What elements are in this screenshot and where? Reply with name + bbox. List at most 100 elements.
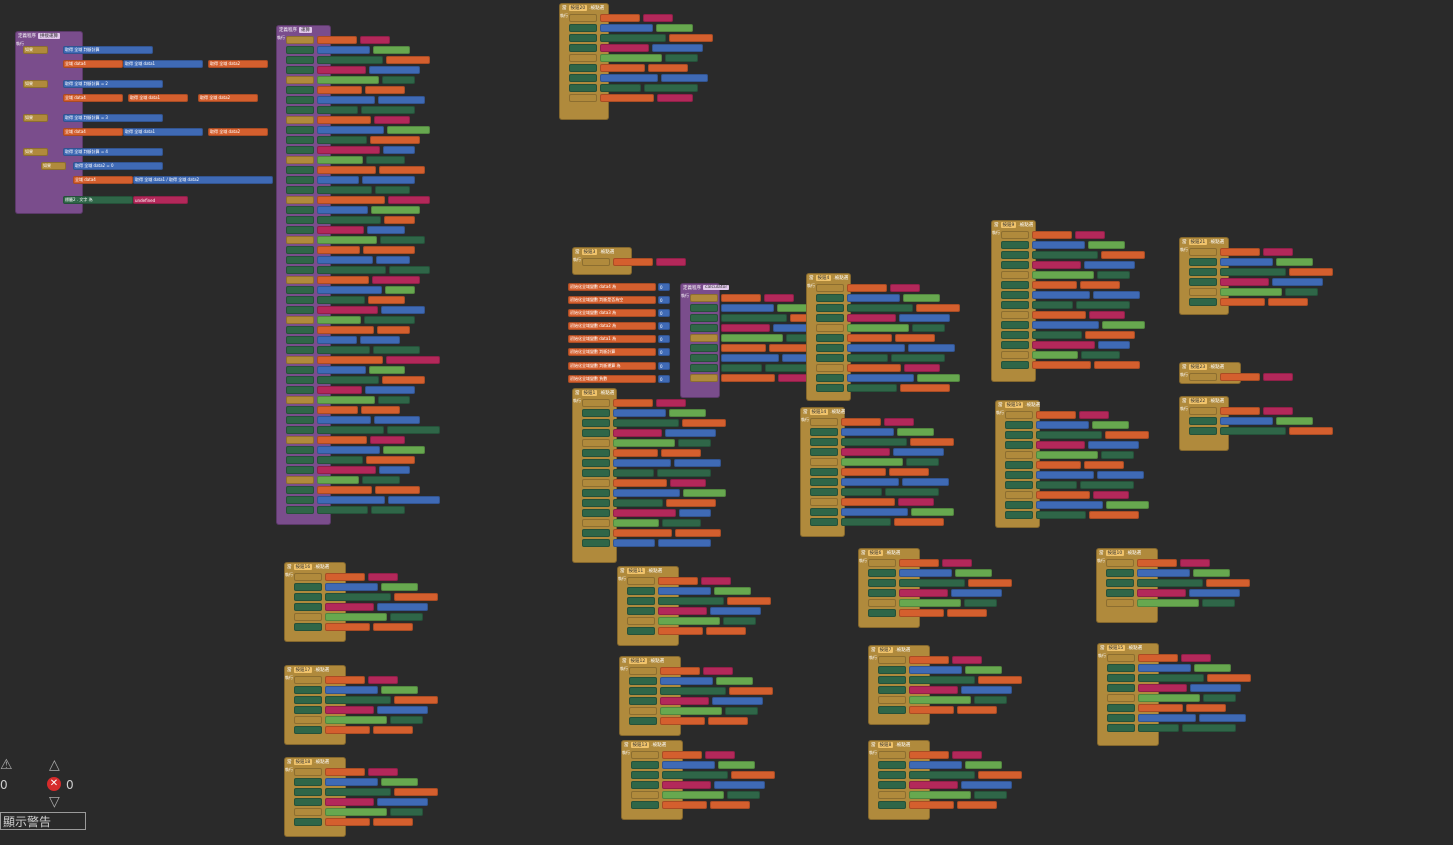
code-block[interactable]	[627, 577, 655, 585]
code-block[interactable]	[727, 791, 760, 799]
global-variable-block[interactable]: 初始化全域變數 data4 為	[568, 283, 656, 291]
code-block[interactable]	[317, 376, 379, 384]
code-block[interactable]	[325, 706, 374, 714]
code-block[interactable]	[1263, 248, 1293, 256]
code-block[interactable]	[286, 356, 314, 364]
code-block[interactable]	[629, 677, 657, 685]
code-block[interactable]: 如果	[23, 114, 48, 122]
code-block[interactable]	[1032, 341, 1095, 349]
code-block[interactable]	[377, 603, 428, 611]
code-block[interactable]	[629, 687, 657, 695]
global-variable-block[interactable]: 初始化全域變數 負數	[568, 375, 656, 383]
code-block[interactable]	[381, 686, 418, 694]
code-block[interactable]	[657, 469, 711, 477]
code-block[interactable]	[909, 751, 949, 759]
code-block[interactable]	[394, 593, 438, 601]
code-block[interactable]	[294, 768, 322, 776]
code-block[interactable]	[368, 296, 405, 304]
code-block[interactable]	[377, 798, 428, 806]
code-block[interactable]	[909, 791, 971, 799]
code-block[interactable]	[286, 286, 314, 294]
code-block[interactable]	[325, 778, 378, 786]
code-block[interactable]	[899, 579, 965, 587]
code-block[interactable]	[1076, 301, 1130, 309]
code-block[interactable]	[286, 76, 314, 84]
code-block[interactable]	[909, 781, 958, 789]
code-block[interactable]	[868, 579, 896, 587]
number-block[interactable]: 0	[658, 348, 670, 356]
code-block[interactable]	[613, 429, 662, 437]
code-block[interactable]	[878, 676, 906, 684]
code-block[interactable]	[878, 686, 906, 694]
code-block[interactable]	[656, 399, 686, 407]
code-block[interactable]	[627, 607, 655, 615]
code-block[interactable]	[582, 399, 610, 407]
code-block[interactable]	[360, 336, 400, 344]
code-block[interactable]	[658, 597, 724, 605]
code-block[interactable]	[884, 418, 914, 426]
code-block[interactable]	[286, 226, 314, 234]
code-block[interactable]	[1107, 684, 1135, 692]
code-block[interactable]	[631, 751, 659, 759]
code-block[interactable]	[1001, 351, 1029, 359]
code-block[interactable]	[662, 519, 701, 527]
code-block[interactable]	[375, 186, 410, 194]
code-block[interactable]	[582, 489, 610, 497]
code-block[interactable]	[1186, 704, 1226, 712]
code-block[interactable]	[909, 801, 954, 809]
code-block[interactable]	[777, 304, 814, 312]
code-block[interactable]	[974, 696, 1007, 704]
code-block[interactable]	[952, 656, 982, 664]
code-block[interactable]	[1093, 491, 1129, 499]
code-block[interactable]	[660, 667, 700, 675]
code-block[interactable]	[317, 136, 367, 144]
code-block[interactable]	[909, 771, 975, 779]
code-block[interactable]	[909, 676, 975, 684]
code-block[interactable]	[841, 448, 890, 456]
code-block[interactable]	[286, 186, 314, 194]
code-block[interactable]	[1202, 599, 1235, 607]
code-block[interactable]	[317, 216, 381, 224]
code-block[interactable]	[582, 449, 610, 457]
code-block[interactable]	[841, 428, 894, 436]
number-block[interactable]: 0	[658, 335, 670, 343]
code-block[interactable]	[582, 258, 610, 266]
code-block[interactable]	[1001, 311, 1029, 319]
show-warnings-button[interactable]: 顯示警告	[0, 812, 86, 830]
code-block[interactable]	[957, 801, 997, 809]
code-block[interactable]	[1220, 373, 1260, 381]
code-block[interactable]	[582, 459, 610, 467]
code-block[interactable]	[868, 559, 896, 567]
code-block[interactable]	[325, 676, 365, 684]
code-block[interactable]	[816, 314, 844, 322]
code-block[interactable]	[721, 324, 770, 332]
code-block[interactable]	[1193, 569, 1230, 577]
code-block[interactable]	[368, 573, 398, 581]
code-block[interactable]	[600, 14, 640, 22]
code-block[interactable]	[389, 266, 430, 274]
code-block[interactable]	[1107, 724, 1135, 732]
code-block[interactable]	[816, 284, 844, 292]
code-block[interactable]	[1088, 241, 1125, 249]
code-block[interactable]	[952, 751, 982, 759]
code-block[interactable]: 取得 全域 判斷計算 = 2	[63, 80, 163, 88]
code-block[interactable]	[1032, 321, 1099, 329]
code-block[interactable]	[1101, 451, 1134, 459]
code-block[interactable]	[652, 44, 703, 52]
next-error-arrow-icon[interactable]: ▽	[49, 794, 60, 810]
code-block[interactable]	[286, 346, 314, 354]
code-block[interactable]	[368, 768, 398, 776]
code-block[interactable]	[658, 577, 698, 585]
code-block[interactable]	[325, 818, 370, 826]
number-block[interactable]: 0	[658, 309, 670, 317]
code-block[interactable]	[1093, 291, 1140, 299]
code-block[interactable]	[895, 334, 935, 342]
code-block[interactable]	[317, 326, 374, 334]
code-block[interactable]	[708, 717, 748, 725]
global-variable-block[interactable]: 初始化全域變數 判斷計算	[568, 348, 656, 356]
code-block[interactable]	[286, 236, 314, 244]
code-block[interactable]	[1106, 599, 1134, 607]
code-block[interactable]	[1182, 724, 1236, 732]
code-block[interactable]	[841, 478, 899, 486]
code-block[interactable]	[286, 336, 314, 344]
